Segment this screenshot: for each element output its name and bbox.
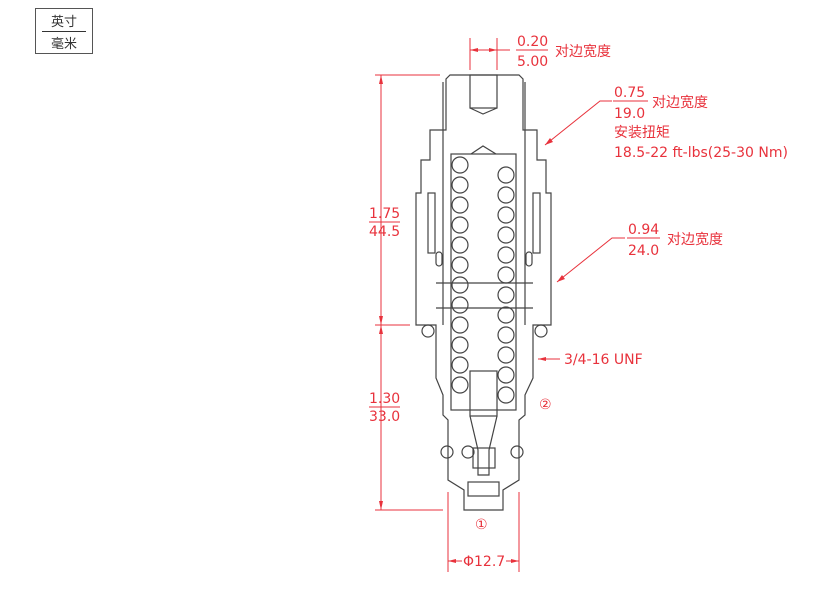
hex-large-inch: 0.94 [628,222,659,238]
unit-inch: 英寸 [50,15,77,30]
length-lower-mm: 33.0 [369,409,400,425]
hex-small-note: 对边宽度 [555,43,611,60]
torque-label: 安装扭矩 [614,125,670,141]
unit-divider [42,31,86,32]
port-1-label: ① [475,517,488,533]
hex-large-note: 对边宽度 [667,231,723,248]
arrowheads [379,48,565,563]
hex-small-inch: 0.20 [517,34,548,50]
thread-spec: 3/4-16 UNF [564,352,643,368]
port-2-label: ② [539,397,552,413]
hex-mid-inch: 0.75 [614,85,645,101]
torque-value: 18.5-22 ft-lbs(25-30 Nm) [614,145,788,161]
hex-large-mm: 24.0 [628,243,659,259]
hex-small-mm: 5.00 [517,54,548,70]
length-lower-inch: 1.30 [369,391,400,407]
hex-mid-mm: 19.0 [614,106,645,122]
unit-mm: 毫米 [50,37,77,52]
diameter-label: Φ12.7 [463,554,505,570]
unit-legend: 英寸 毫米 [35,8,93,54]
valve-body [415,74,552,511]
hex-mid-note: 对边宽度 [652,94,708,111]
length-total-inch: 1.75 [369,206,400,222]
length-total-mm: 44.5 [369,224,400,240]
